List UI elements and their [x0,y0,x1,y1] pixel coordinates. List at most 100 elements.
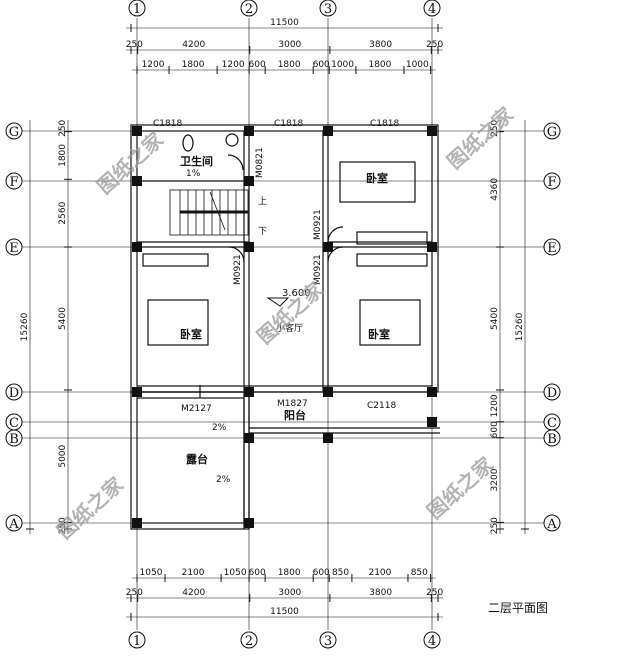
axis-bubble [543,172,561,190]
axis-bubble [5,383,23,401]
dimension-lines: 11500 250 4200 3000 3800 250 1200 1800 1200 600 18… [20,18,529,621]
drawing-title: 二层平面图 [488,601,548,615]
axis-label: E [547,241,557,256]
axis-bubble [5,122,23,140]
axis-label: C [9,416,19,431]
axis-bubble [128,631,146,649]
bathroom-slope: 1% [186,169,201,179]
axis-bubble [128,0,146,17]
dimension-label: 1800 [58,144,68,167]
column [323,433,333,443]
axis-bubble [319,631,337,649]
axis-label: F [9,175,18,190]
dimension-label: 250 [490,517,500,534]
dimension-label: 250 [126,40,143,50]
axis-label: D [547,386,557,401]
axis-label: 1 [133,2,141,17]
column [244,387,254,397]
room-label-living: 小客厅 [276,322,303,334]
column [244,518,254,528]
window-label: C1818 [274,119,303,129]
column [132,518,142,528]
dimension-label: 250 [490,119,500,136]
axis-bubble [240,0,258,17]
column [132,242,142,252]
dimension-label: 250 [426,588,443,598]
dimension-label: 1200 [142,60,165,70]
axis-label: 4 [428,2,436,17]
window-label: C1818 [370,119,399,129]
bed-ne [339,161,416,203]
axis-label: A [546,517,557,532]
dimension-label: 1800 [182,60,205,70]
column [427,417,437,427]
room-label-bathroom: 卫生间 [180,154,213,168]
axis-label: 2 [245,634,253,649]
dimension-label: 3800 [369,40,392,50]
dimension-label: 11500 [270,18,299,28]
dimension-label: 15260 [515,312,525,341]
axis-bubble [423,0,441,17]
dimension-label: 850 [411,568,428,578]
watermarks: 图纸之家图纸之家图纸之家图纸之家图纸之家 [52,102,518,544]
axis-bubble [5,238,23,256]
bed-e [359,299,421,346]
door-label: M0821 [255,147,265,178]
dimension-label: 1200 [222,60,245,70]
axis-bubble [5,514,23,532]
dimension-label: 600 [249,568,266,578]
dimension-label: 4360 [490,178,500,201]
column [132,126,142,136]
dimension-label: 1800 [368,60,391,70]
dimension-label: 3200 [490,468,500,491]
axis-label: G [547,125,557,140]
column [427,126,437,136]
door-swing [227,154,244,171]
door-label: M1827 [277,399,308,409]
axis-bubble [543,122,561,140]
watermark: 图纸之家 [442,102,518,174]
staircase [169,189,249,236]
axis-label: B [9,432,19,447]
dimension-label: 250 [58,517,68,534]
toilet-icon [182,134,194,152]
room-label-bedroom-e: 卧室 [368,327,390,341]
wardrobe [356,253,428,267]
column [244,242,254,252]
dimension-label: 2100 [368,568,391,578]
dimension-label: 3000 [278,40,301,50]
axis-label: D [9,386,19,401]
door-label: M0921 [313,254,323,285]
watermark: 图纸之家 [422,452,498,524]
dimension-label: 11500 [270,607,299,617]
column [244,176,254,186]
dimension-label: 4200 [182,588,205,598]
axis-label: C [547,416,557,431]
dimension-label: 4200 [182,40,205,50]
dimension-label: 1000 [406,60,429,70]
axis-label: 1 [133,634,141,649]
column [132,387,142,397]
elevation-triangle-icon [266,297,290,307]
watermark: 图纸之家 [52,472,128,544]
dimension-label: 5000 [58,444,68,467]
dimension-label: 1800 [278,60,301,70]
column [323,126,333,136]
wardrobe [142,253,209,267]
column [132,176,142,186]
dimension-label: 5400 [58,307,68,330]
columns [132,126,437,528]
door-swing [228,246,245,263]
wardrobe [356,231,428,245]
column [244,433,254,443]
dimension-label: 3800 [369,588,392,598]
column [323,242,333,252]
room-label-balcony: 阳台 [284,408,306,422]
sink-icon [225,133,239,147]
dimension-label: 5400 [490,307,500,330]
window-label: C2118 [367,401,396,411]
dimension-label: 250 [126,588,143,598]
door-label: M0921 [233,254,243,285]
dimension-label: 1200 [490,394,500,417]
